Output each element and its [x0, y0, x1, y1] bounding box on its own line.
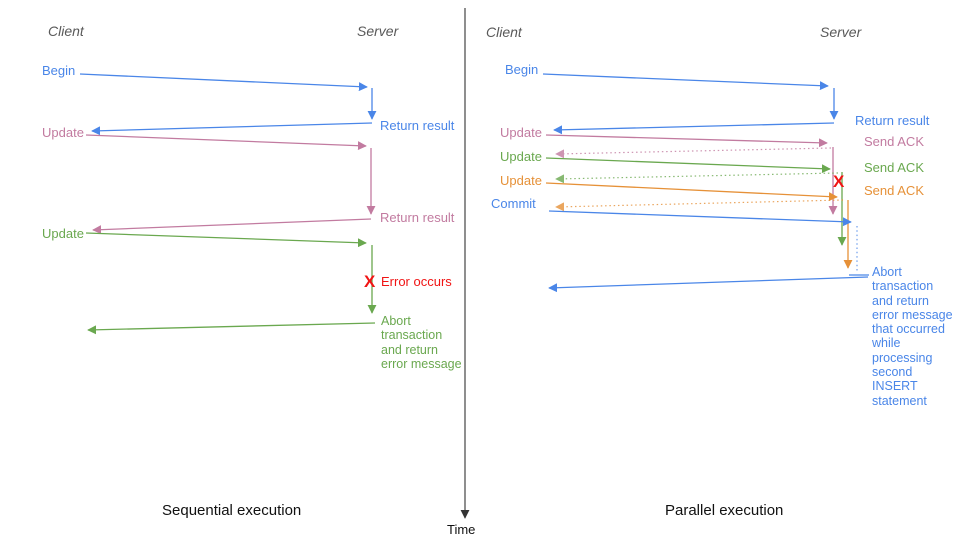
right-update-1-label: Update: [500, 125, 542, 140]
right-send-ack-3-arrow: [555, 199, 844, 212]
left-server-header: Server: [357, 23, 399, 39]
left-update-1-request-arrow: [85, 134, 367, 151]
left-return-result-1-arrow: [91, 122, 373, 136]
right-commit-label: Commit: [491, 196, 536, 211]
left-abort-return-arrow: [87, 322, 376, 335]
right-send-ack-3-label: Send ACK: [864, 183, 924, 198]
time-axis-label: Time: [447, 522, 476, 537]
right-return-result-arrow: [553, 122, 835, 135]
right-server-header: Server: [820, 24, 862, 40]
left-update-2-label: Update: [42, 226, 84, 241]
left-update-2-request-arrow: [85, 232, 367, 248]
left-error-x-icon: X: [364, 272, 376, 291]
left-return-result-2-arrow: [92, 218, 372, 235]
right-begin-label: Begin: [505, 62, 539, 77]
right-send-ack-2-arrow: [555, 172, 839, 184]
left-begin-request-arrow: [79, 73, 368, 92]
left-update-1-label: Update: [42, 125, 84, 140]
left-client-header: Client: [48, 23, 84, 39]
right-update-2-label: Update: [500, 149, 542, 164]
right-update-1-request-arrow: [545, 134, 828, 148]
right-client-header: Client: [486, 24, 522, 40]
right-error-x-icon: X: [833, 172, 845, 191]
right-caption: Parallel execution: [665, 502, 784, 519]
left-caption: Sequential execution: [162, 502, 302, 519]
right-commit-request-arrow: [548, 210, 852, 227]
left-abort-note: Abort transaction and return error messa…: [381, 314, 462, 371]
right-update-2-request-arrow: [545, 157, 831, 174]
left-begin-label: Begin: [42, 63, 76, 78]
right-abort-return-arrow: [548, 276, 869, 293]
right-update-3-request-arrow: [545, 182, 838, 202]
right-begin-request-arrow: [542, 73, 829, 91]
left-return-result-1-label: Return result: [380, 118, 455, 133]
right-update-3-label: Update: [500, 173, 542, 188]
right-send-ack-1-label: Send ACK: [864, 134, 924, 149]
right-send-ack-2-label: Send ACK: [864, 160, 924, 175]
right-send-ack-1-arrow: [555, 147, 832, 159]
right-return-result-label: Return result: [855, 113, 930, 128]
left-return-result-2-label: Return result: [380, 210, 455, 225]
right-abort-note: Abort transaction and return error messa…: [872, 265, 953, 408]
left-error-occurs-label: Error occurs: [381, 274, 452, 289]
